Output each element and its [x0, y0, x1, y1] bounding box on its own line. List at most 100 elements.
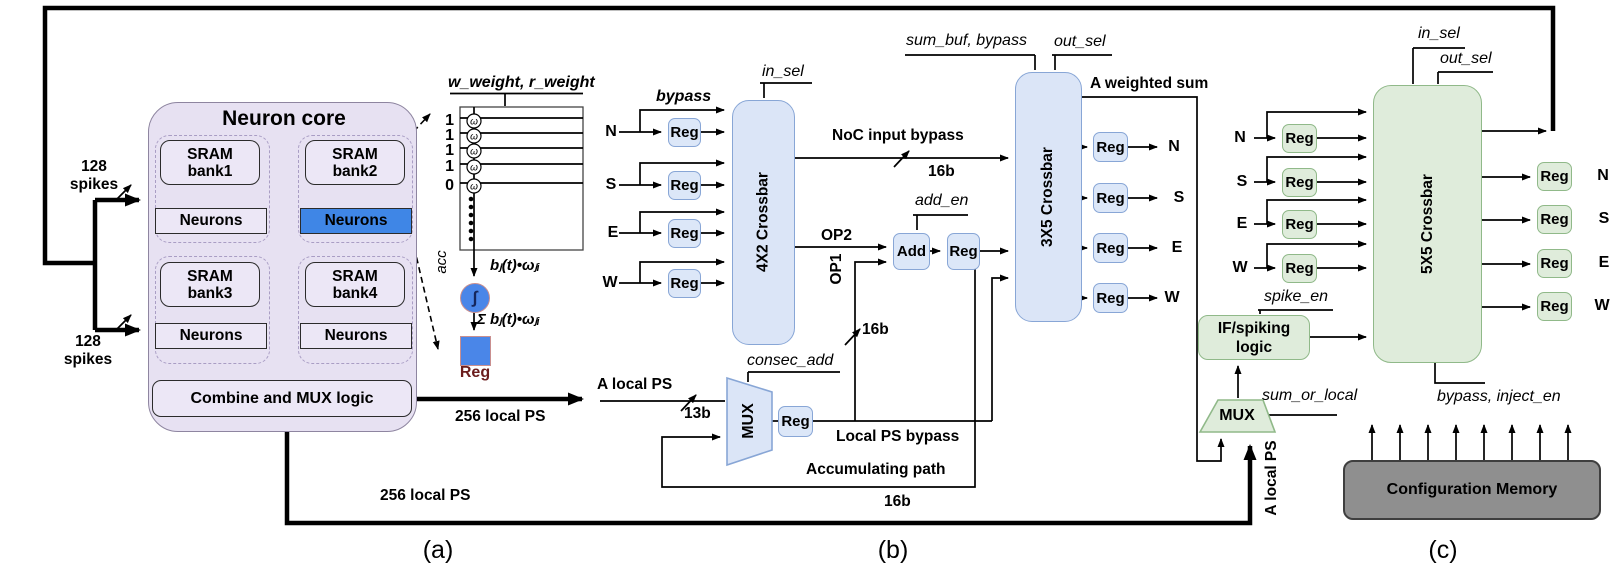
- weighted-sum-formula-label: Σ bⱼ(t)•ωⱼᵢ: [477, 311, 540, 328]
- bypass-inject-en-label: bypass, inject_en: [1437, 388, 1561, 405]
- acc-label: acc: [432, 250, 450, 274]
- noc-input-bypass-label: NoC input bypass: [832, 127, 964, 144]
- a-local-ps-label-c: A local PS: [1263, 440, 1280, 516]
- weighted-sum-label: A weighted sum: [1090, 75, 1209, 92]
- op2-label: OP2: [821, 227, 853, 244]
- output-register-s-b: Reg: [1093, 183, 1128, 213]
- ps-13b-label: 13b: [684, 405, 711, 422]
- neuron-group-3: [155, 256, 270, 364]
- neurons-block-4: Neurons: [300, 323, 412, 349]
- input-register-s-b: Reg: [668, 171, 701, 200]
- caption-a: (a): [422, 536, 454, 564]
- output-register-n-c: Reg: [1537, 162, 1572, 191]
- sram-bank4: SRAM bank4: [305, 262, 405, 307]
- consec-add-label: consec_add: [747, 352, 834, 369]
- input-register-n-b: Reg: [668, 118, 701, 147]
- mux-label-b: MUX: [740, 403, 757, 439]
- input-register-w-b: Reg: [668, 269, 701, 298]
- mux-shape-c: [1198, 399, 1277, 433]
- out-sel-label-b: out_sel: [1054, 33, 1106, 50]
- op1-16b-label: 16b: [862, 321, 889, 338]
- noc-16b-label: 16b: [928, 163, 955, 180]
- local-ps-bypass-label: Local PS bypass: [836, 428, 960, 445]
- local-ps-256-bottom-label: 256 local PS: [380, 487, 471, 504]
- output-register-w-c: Reg: [1537, 292, 1572, 321]
- output-register-e-b: Reg: [1093, 233, 1128, 263]
- input-register-s-c: Reg: [1282, 168, 1317, 197]
- sum-or-local-label: sum_or_local: [1262, 387, 1358, 404]
- thick-bus-wires: [42, 5, 1556, 526]
- output-register-w-b: Reg: [1093, 283, 1128, 313]
- crossbar-3x5: [1015, 72, 1082, 322]
- input-s-label-c: S: [1236, 173, 1248, 190]
- a-local-ps-label-b: A local PS: [597, 376, 673, 393]
- output-register-e-c: Reg: [1537, 249, 1572, 278]
- sram-bank3-label: SRAM bank3: [187, 267, 233, 302]
- input-register-e-c: Reg: [1282, 210, 1317, 239]
- output-n-label-b: N: [1168, 138, 1180, 155]
- sram-bank4-label: SRAM bank4: [332, 267, 378, 302]
- neuron-core-title: Neuron core: [222, 107, 346, 130]
- neuron-group-1: [155, 135, 270, 243]
- output-s-label-b: S: [1173, 189, 1185, 206]
- output-s-label-c: S: [1598, 210, 1610, 227]
- sram-bank1: SRAM bank1: [160, 140, 260, 185]
- acc-16b-label: 16b: [884, 493, 911, 510]
- crossbar-4x2-label: 4X2 Crossbar: [754, 172, 772, 272]
- if-spiking-logic-label: IF/spiking logic: [1217, 319, 1291, 356]
- omega-symbol: ω: [470, 132, 478, 143]
- omega-symbol: ω: [470, 147, 478, 158]
- spike-bit: 1: [445, 112, 454, 129]
- add-en-label: add_en: [915, 192, 969, 209]
- spike-en-label: spike_en: [1264, 288, 1329, 305]
- neurons-block-3: Neurons: [155, 323, 267, 349]
- accumulator-register-label: Reg: [459, 364, 491, 381]
- accumulating-path-label: Accumulating path: [806, 461, 946, 478]
- in-sel-label-b: in_sel: [762, 63, 804, 80]
- input-n-label-b: N: [605, 123, 617, 140]
- signal-wires: [116, 47, 1572, 488]
- integrator-icon: ∫: [460, 283, 490, 313]
- spike-bit: 1: [445, 127, 454, 144]
- weight-cells: ω ω ω ω ω: [466, 113, 482, 242]
- input-e-label-b: E: [607, 224, 619, 241]
- spikes-in-bottom-label: 128 spikes: [63, 333, 113, 368]
- local-ps-256-top-label: 256 local PS: [455, 408, 546, 425]
- mux-register-b: Reg: [778, 406, 813, 437]
- sram-bank2: SRAM bank2: [305, 140, 405, 185]
- mux-label-c: MUX: [1219, 407, 1255, 424]
- adder: Add: [893, 233, 930, 270]
- neurons-block-1: Neurons: [155, 208, 267, 234]
- omega-symbol: ω: [470, 182, 478, 193]
- output-e-label-b: E: [1171, 239, 1183, 256]
- mux-shape-b: [726, 376, 773, 467]
- omega-symbol: ω: [470, 163, 478, 174]
- caption-c: (c): [1428, 536, 1458, 564]
- output-n-label-c: N: [1597, 167, 1609, 184]
- op1-label: OP1: [828, 253, 845, 285]
- spikes-in-top-label: 128 spikes: [69, 158, 119, 193]
- sum-buf-bypass-label: sum_buf, bypass: [906, 32, 1027, 49]
- output-w-label-b: W: [1164, 289, 1180, 306]
- neurons-block-2-highlighted: Neurons: [300, 208, 412, 234]
- input-register-w-c: Reg: [1282, 254, 1317, 283]
- output-register-s-c: Reg: [1537, 205, 1572, 234]
- spike-bit: 0: [445, 177, 454, 194]
- out-sel-label-c: out_sel: [1440, 50, 1492, 67]
- crossbar-5x5-label: 5X5 Crossbar: [1419, 174, 1436, 274]
- input-n-label-c: N: [1234, 129, 1246, 146]
- spike-bit: 1: [445, 158, 454, 175]
- omega-symbol: ω: [470, 117, 478, 128]
- combine-mux-logic: Combine and MUX logic: [152, 380, 412, 417]
- output-w-label-c: W: [1594, 297, 1610, 314]
- sram-bank1-label: SRAM bank1: [187, 145, 233, 180]
- output-e-label-c: E: [1598, 254, 1610, 271]
- input-register-e-b: Reg: [668, 219, 701, 248]
- if-spiking-logic: IF/spiking logic: [1198, 315, 1310, 360]
- spike-bit: 1: [445, 142, 454, 159]
- crossbar-4x2: [732, 100, 795, 345]
- weighted-input-label: bⱼ(t)•ωⱼᵢ: [490, 257, 540, 274]
- output-register-n-b: Reg: [1093, 132, 1128, 162]
- crossbar-5x5: [1373, 85, 1482, 363]
